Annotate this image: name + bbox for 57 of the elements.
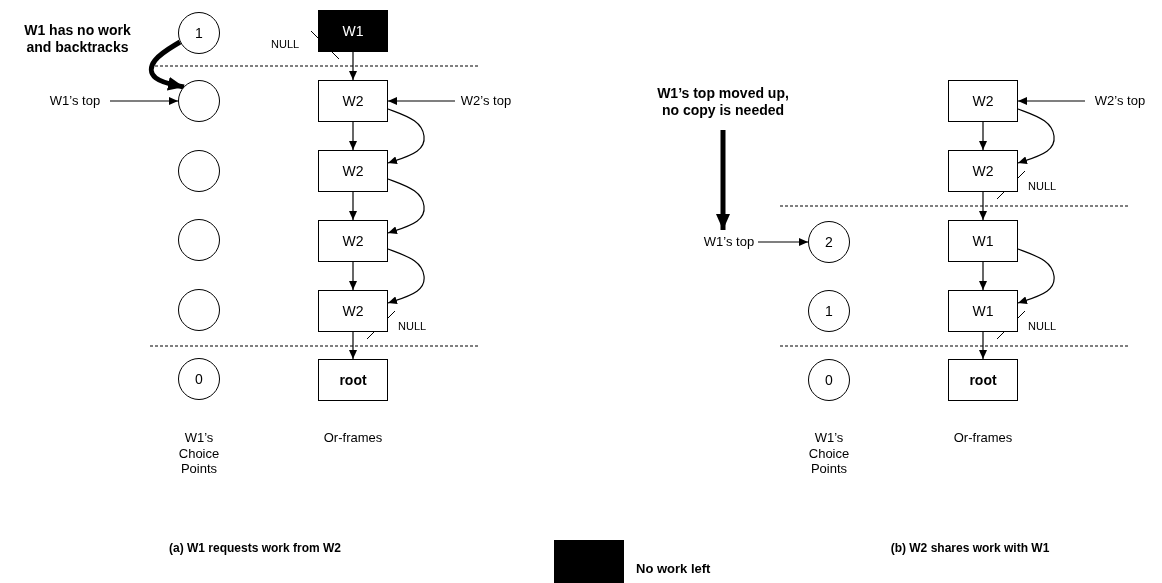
or-frame-box: W2 (948, 80, 1018, 122)
pointer-label: W1’s top (700, 232, 758, 252)
or-frame-box: root (318, 359, 388, 401)
column-caption: W1’s Choice Points (177, 430, 221, 477)
arrow (1017, 97, 1086, 105)
or-frame-box: W2 (318, 220, 388, 262)
choice-point-circle: 2 (808, 221, 850, 263)
arrow (148, 39, 185, 91)
arrow (979, 121, 987, 151)
choice-point-circle (178, 289, 220, 331)
column-caption: Or-frames (952, 430, 1014, 446)
null-label: NULL (398, 320, 427, 334)
column-caption: Or-frames (322, 430, 384, 446)
arrow (387, 108, 425, 165)
arrow (349, 121, 357, 151)
arrow (979, 331, 987, 360)
null-label: NULL (271, 38, 300, 52)
choice-point-circle (178, 219, 220, 261)
choice-point-circle: 1 (178, 12, 220, 54)
arrow (1017, 108, 1055, 165)
arrow (349, 191, 357, 221)
or-frame-box: W2 (318, 150, 388, 192)
null-label: NULL (1028, 180, 1057, 194)
arrow (716, 130, 730, 230)
legend-label: No work left (636, 561, 711, 577)
pointer-label: W1’s top moved up, no copy is needed (653, 80, 793, 124)
pointer-label: W2’s top (1085, 91, 1155, 111)
or-frame-box: root (948, 359, 1018, 401)
arrow (979, 261, 987, 291)
choice-point-circle (178, 80, 220, 122)
arrow (757, 238, 809, 246)
arrow (387, 97, 456, 105)
or-frame-box: W1 (948, 220, 1018, 262)
or-frame-box: W1 (318, 10, 388, 52)
or-frame-box: W2 (948, 150, 1018, 192)
pointer-label: W2’s top (455, 91, 517, 111)
arrow (387, 248, 425, 305)
choice-point-circle: 0 (178, 358, 220, 400)
or-frame-box: W1 (948, 290, 1018, 332)
arrow (387, 178, 425, 235)
or-frame-box: W2 (318, 290, 388, 332)
panel-caption: (b) W2 shares work with W1 (889, 541, 1051, 556)
arrow (349, 51, 357, 81)
arrow (1017, 248, 1055, 305)
null-label: NULL (1028, 320, 1057, 334)
arrow (349, 331, 357, 360)
arrow (349, 261, 357, 291)
arrow (109, 97, 179, 105)
or-frame-box: W2 (318, 80, 388, 122)
choice-point-circle: 0 (808, 359, 850, 401)
arrow (979, 191, 987, 221)
choice-point-circle: 1 (808, 290, 850, 332)
note-text: W1 has no work and backtracks (23, 22, 132, 56)
column-caption: W1’s Choice Points (807, 430, 851, 477)
choice-point-circle (178, 150, 220, 192)
pointer-label: W1’s top (40, 91, 110, 111)
panel-caption: (a) W1 requests work from W2 (168, 541, 342, 556)
